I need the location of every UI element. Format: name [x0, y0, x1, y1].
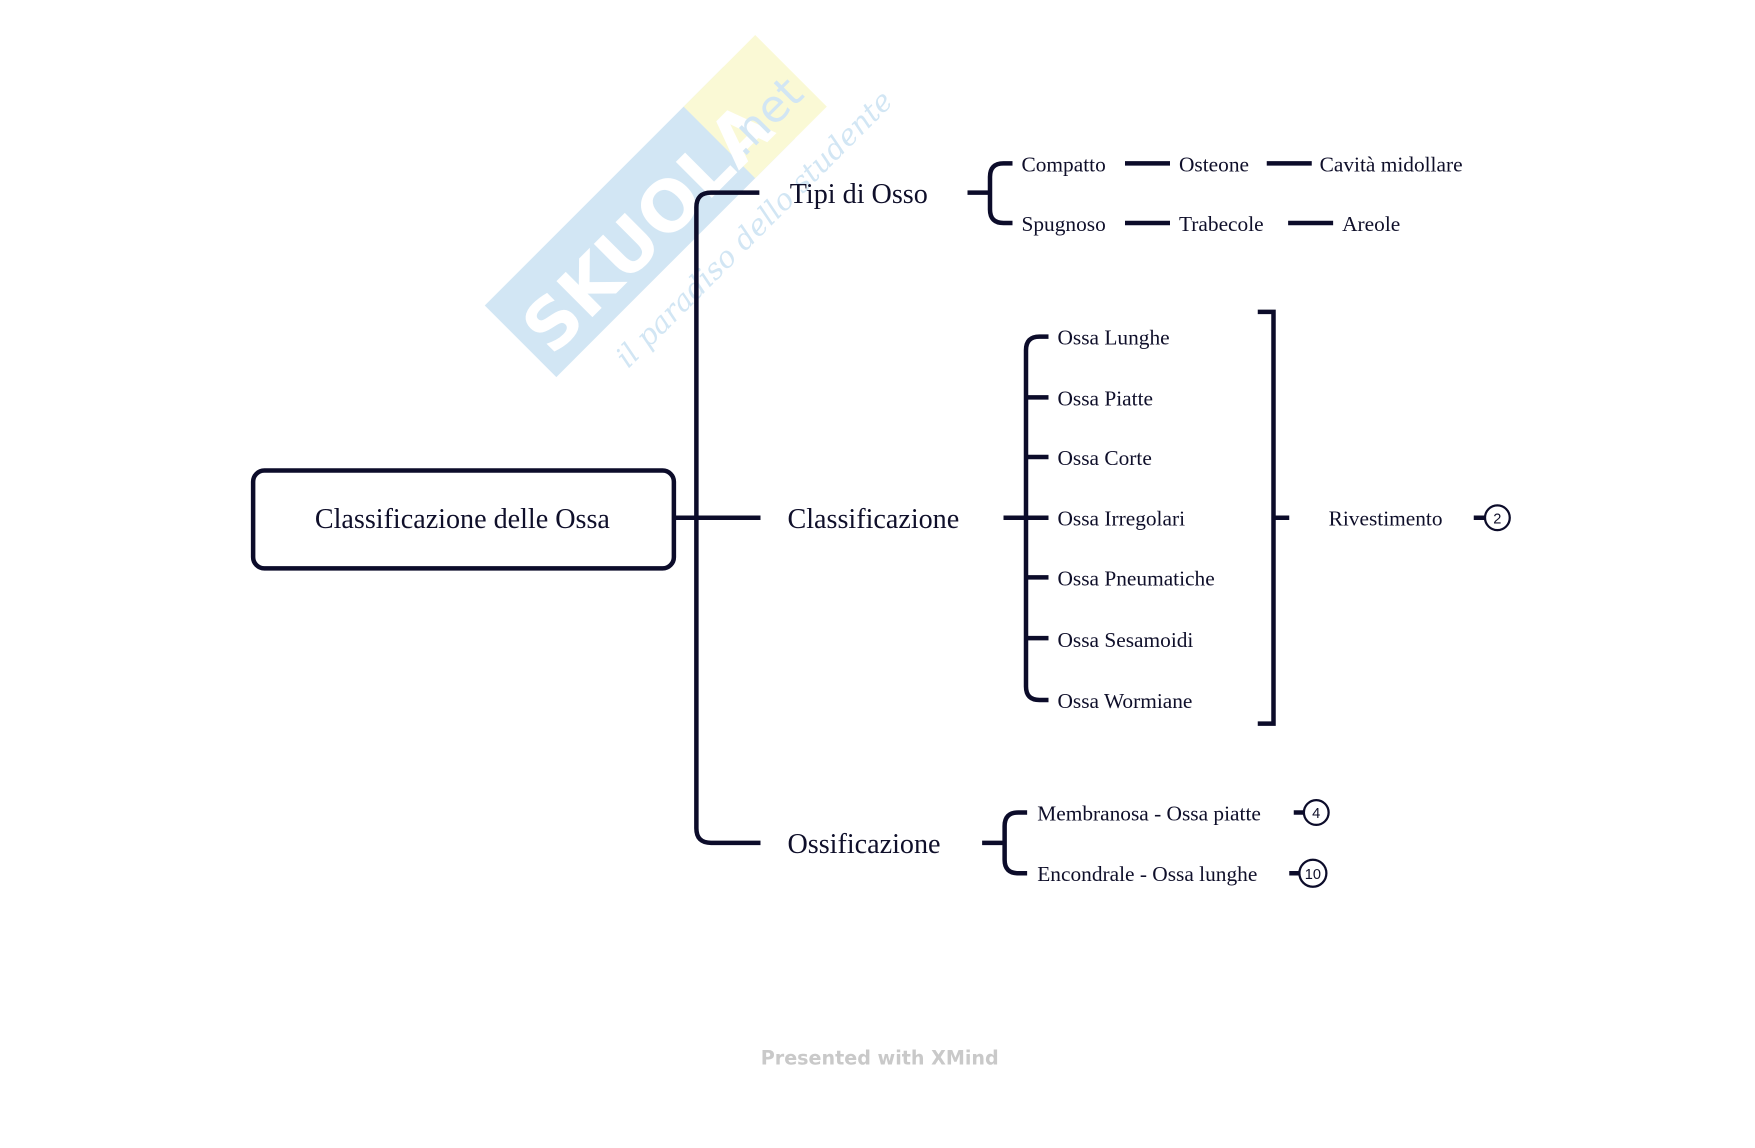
main-connector	[673, 190, 761, 846]
count-badge[interactable]	[1483, 504, 1511, 532]
count-badge-label: 2	[1493, 511, 1501, 527]
summary-bracket	[1257, 309, 1290, 726]
count-badge[interactable]	[1302, 799, 1330, 826]
summary-rivestimento[interactable]: Rivestimento	[1329, 507, 1443, 531]
node-ossa-sesamoidi[interactable]: Ossa Sesamoidi	[1058, 628, 1194, 652]
node-compatto[interactable]: Compatto	[1022, 152, 1106, 176]
node-ossa-irregolari[interactable]: Ossa Irregolari	[1058, 507, 1186, 531]
node-osteone[interactable]: Osteone	[1179, 152, 1249, 176]
node-ossa-wormiane[interactable]: Ossa Wormiane	[1058, 689, 1193, 713]
root-topic-label: Classificazione delle Ossa	[315, 504, 611, 535]
branch-tipi-di-osso[interactable]: Tipi di Osso	[790, 179, 928, 210]
node-areole[interactable]: Areole	[1342, 212, 1400, 236]
node-ossa-corte[interactable]: Ossa Corte	[1058, 446, 1152, 470]
count-badge-label: 4	[1312, 806, 1320, 822]
node-spugnoso[interactable]: Spugnoso	[1022, 212, 1106, 236]
count-badge-label: 10	[1305, 867, 1321, 883]
node-encondrale[interactable]: Encondrale - Ossa lunghe	[1037, 862, 1257, 886]
count-badge[interactable]	[1298, 858, 1328, 888]
tipi-bracket	[967, 161, 1013, 226]
ossificazione-bracket	[982, 810, 1028, 876]
classificazione-items: Ossa Lunghe Ossa Piatte Ossa Corte Ossa …	[1058, 326, 1215, 713]
node-ossa-pneumatiche[interactable]: Ossa Pneumatiche	[1058, 566, 1215, 590]
node-ossa-piatte[interactable]: Ossa Piatte	[1058, 386, 1154, 410]
node-membranosa[interactable]: Membranosa - Ossa piatte	[1037, 801, 1261, 825]
classificazione-bracket	[1003, 334, 1049, 703]
node-cavita-midollare[interactable]: Cavità midollare	[1320, 152, 1463, 176]
footer-credit: Presented with XMind	[761, 1047, 999, 1070]
node-ossa-lunghe[interactable]: Ossa Lunghe	[1058, 326, 1170, 350]
branch-classificazione[interactable]: Classificazione	[788, 504, 960, 535]
branch-ossificazione[interactable]: Ossificazione	[788, 829, 941, 860]
node-trabecole[interactable]: Trabecole	[1179, 212, 1264, 236]
